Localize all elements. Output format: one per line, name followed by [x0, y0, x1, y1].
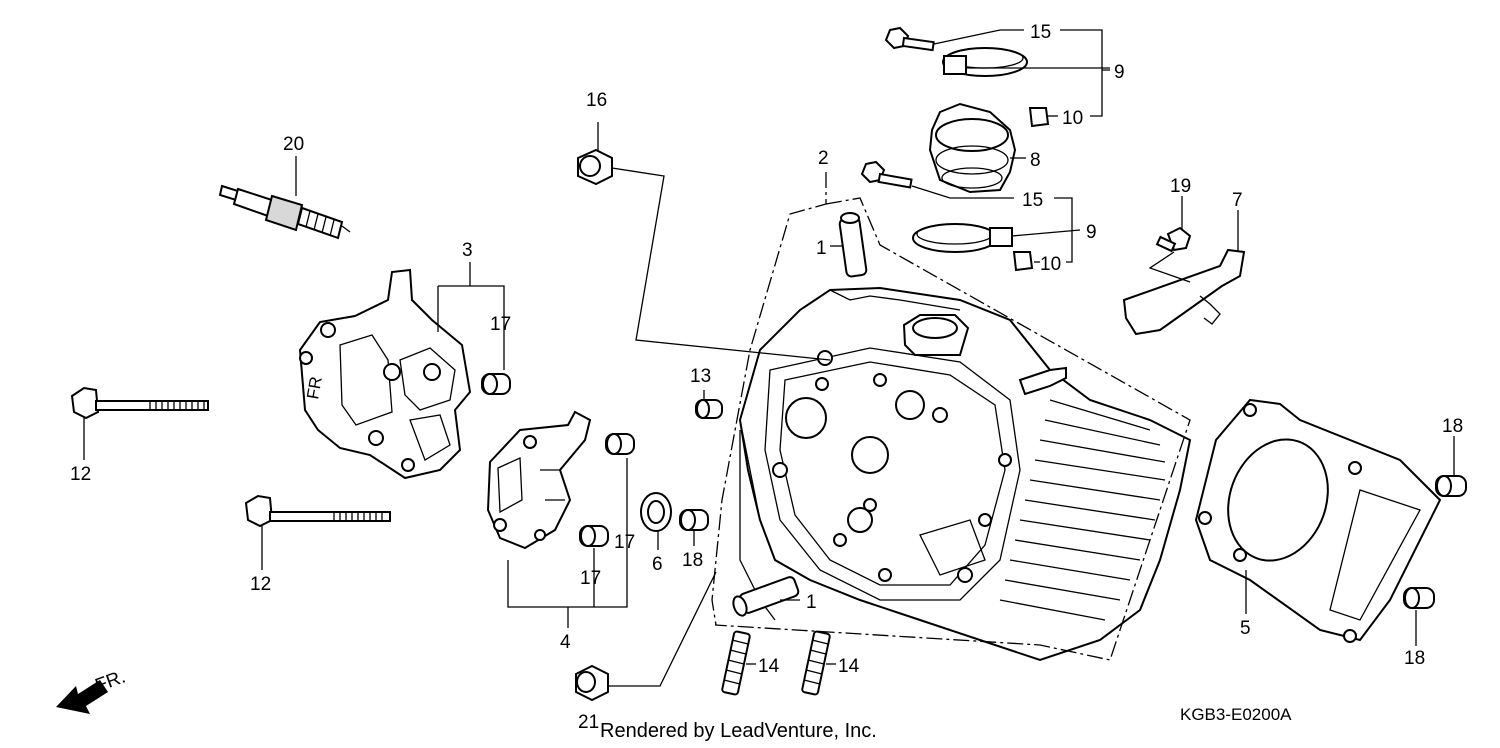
diagram-code: KGB3-E0200A: [1180, 705, 1292, 724]
callout-13: 13: [690, 366, 711, 387]
stud-bolt-14-left[interactable]: [721, 630, 751, 696]
front-direction-arrow: FR.: [56, 666, 128, 714]
dowel-pin-18-center[interactable]: [679, 509, 709, 531]
bracket-7[interactable]: [1122, 248, 1246, 336]
cylinder-head-gasket-part[interactable]: [1194, 398, 1442, 643]
hose-clamp-9-top[interactable]: [942, 47, 1028, 77]
dowel-pin-17-right[interactable]: [605, 433, 635, 455]
render-credit: Rendered by LeadVenture, Inc.: [600, 720, 877, 742]
oil-seal-part[interactable]: [640, 492, 672, 532]
bolt-19[interactable]: [1155, 226, 1192, 253]
svg-text:FR: FR: [303, 375, 326, 401]
callout-17-bottom: 17: [580, 568, 601, 589]
callout-17-top: 17: [490, 314, 511, 335]
cap-nut-21[interactable]: [575, 664, 609, 702]
dowel-pin-18-upper-right[interactable]: [1435, 475, 1467, 497]
callout-17-right: 17: [614, 532, 635, 553]
callout-1-upper: 1: [816, 238, 827, 259]
camshaft-holder-lower-part[interactable]: [486, 410, 592, 550]
callout-16: 16: [586, 90, 607, 111]
callout-19: 19: [1170, 176, 1191, 197]
callout-2: 2: [818, 148, 829, 169]
callout-6: 6: [652, 554, 663, 575]
callout-20: 20: [283, 134, 304, 155]
callout-15-middle: 15: [1022, 190, 1043, 211]
callout-9-bottom: 9: [1086, 222, 1097, 243]
callout-21: 21: [578, 712, 599, 733]
callout-18-upper-right: 18: [1442, 416, 1463, 437]
dowel-pin-13[interactable]: [695, 399, 723, 419]
callout-5: 5: [1240, 618, 1251, 639]
front-marker-label: FR.: [93, 666, 129, 696]
callout-12-upper: 12: [70, 464, 91, 485]
callout-4: 4: [560, 632, 571, 653]
callout-labels: 20 3 17 12 12 17 17 4 6 18 13 16 21 2 1 …: [70, 22, 1463, 733]
stud-bolt-14-right[interactable]: [801, 630, 831, 696]
cylinder-head-part[interactable]: [738, 286, 1192, 662]
callout-18-center: 18: [682, 550, 703, 571]
callout-9-top: 9: [1114, 62, 1125, 83]
long-bolt-12-upper[interactable]: [70, 386, 209, 420]
callout-15-top: 15: [1030, 22, 1051, 43]
hose-clamp-9-bottom[interactable]: [912, 223, 1013, 253]
callout-3: 3: [462, 240, 473, 261]
valve-guide-lower[interactable]: [731, 576, 800, 618]
callout-12-lower: 12: [250, 574, 271, 595]
bolt-15-middle[interactable]: [860, 160, 913, 189]
nut-10-bottom[interactable]: [1012, 251, 1034, 272]
camshaft-holder-part[interactable]: FR: [298, 268, 472, 480]
valve-guide-upper[interactable]: [838, 212, 868, 278]
leader-lines: [83, 29, 1455, 687]
long-bolt-12-lower[interactable]: [244, 494, 391, 528]
dowel-pin-18-lower-right[interactable]: [1403, 587, 1435, 609]
callout-14-left: 14: [758, 656, 780, 677]
callout-7: 7: [1232, 190, 1243, 211]
nut-10-top[interactable]: [1028, 107, 1050, 128]
cap-nut-16[interactable]: [577, 148, 613, 186]
callout-10-top: 10: [1062, 108, 1083, 129]
bolt-15-top[interactable]: [884, 26, 935, 52]
dowel-pin-17-top[interactable]: [481, 373, 511, 395]
callout-10-bottom: 10: [1040, 254, 1061, 275]
callout-18-lower-right: 18: [1404, 648, 1425, 669]
carburetor-insulator-part[interactable]: [928, 102, 1017, 194]
callout-1-lower: 1: [806, 592, 817, 613]
callout-14-right: 14: [838, 656, 860, 677]
callout-8: 8: [1030, 150, 1041, 171]
spark-plug-part[interactable]: [218, 184, 351, 240]
dowel-pin-17-bottom[interactable]: [579, 525, 609, 547]
